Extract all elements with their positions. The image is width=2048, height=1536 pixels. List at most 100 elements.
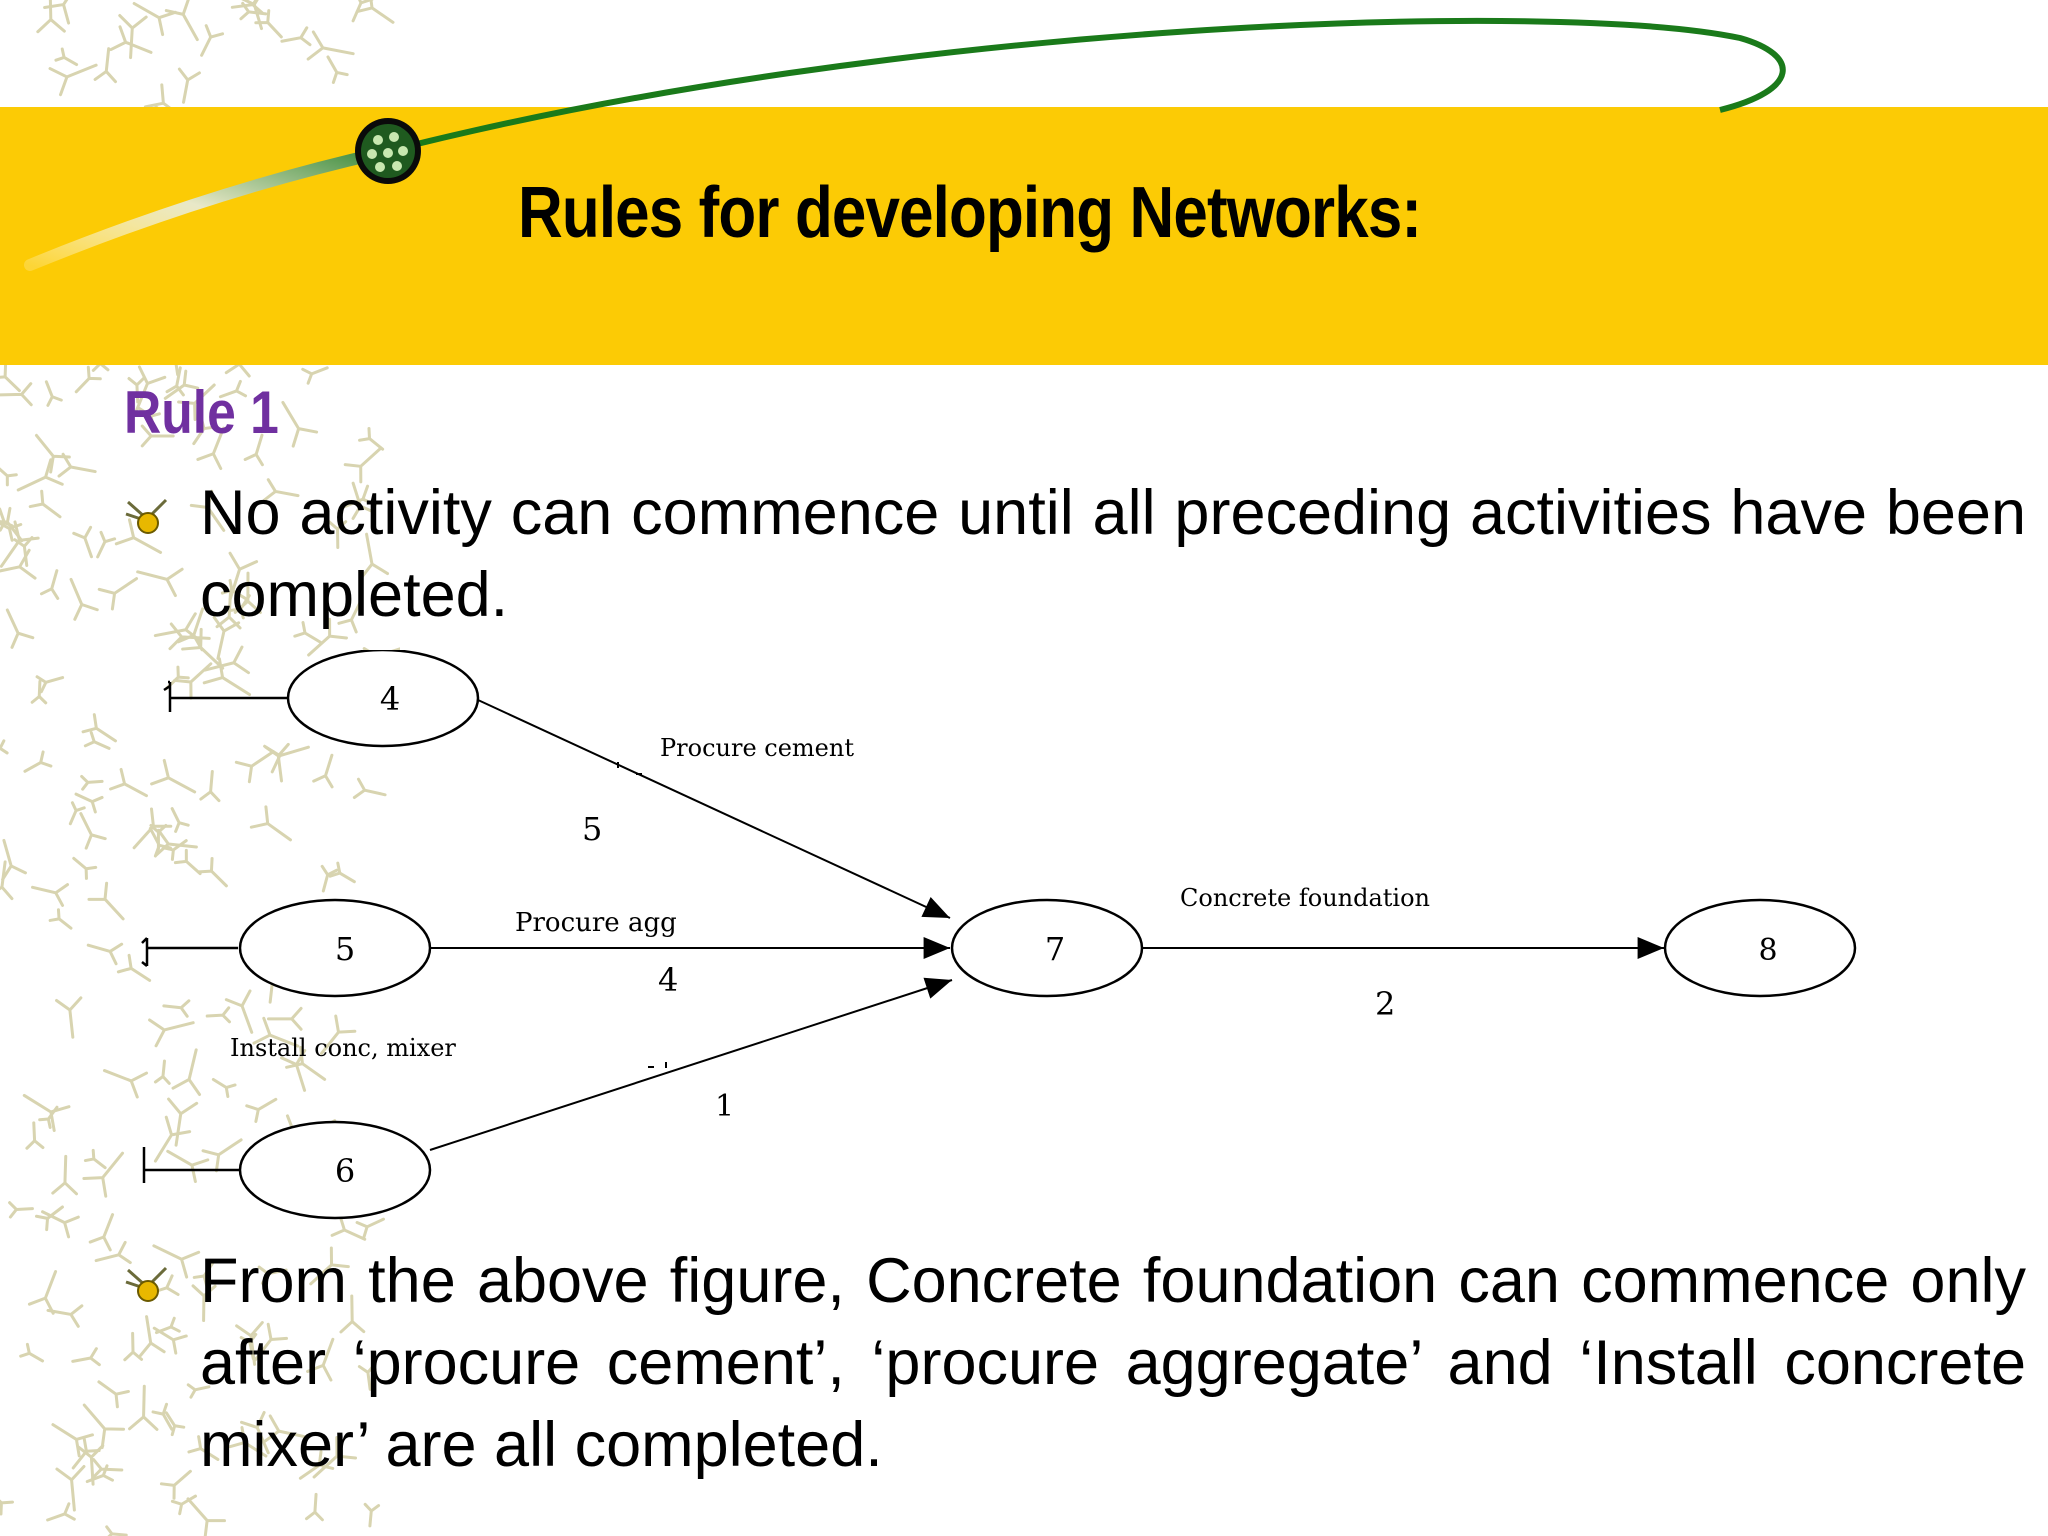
pattern-stroke bbox=[355, 1217, 385, 1239]
pattern-stroke bbox=[96, 530, 117, 559]
pattern-stroke bbox=[72, 856, 98, 880]
pattern-stroke bbox=[85, 1464, 114, 1484]
pattern-stroke bbox=[93, 47, 117, 84]
pattern-stroke bbox=[358, 427, 385, 451]
node-8: 8 bbox=[1663, 898, 1857, 998]
activity-name-procure-cement: Procure cement bbox=[660, 734, 854, 762]
pattern-stroke bbox=[82, 1151, 125, 1198]
pattern-stroke bbox=[337, 599, 363, 634]
pattern-stroke bbox=[39, 569, 60, 600]
node-5-label: 5 bbox=[335, 930, 355, 968]
node-4: 4 bbox=[286, 650, 480, 748]
pattern-stroke bbox=[116, 953, 152, 982]
pattern-stroke bbox=[87, 881, 125, 921]
pattern-stroke bbox=[359, 532, 390, 580]
activity-name-procure-agg: Procure agg bbox=[515, 908, 677, 938]
pattern-stroke bbox=[205, 1006, 231, 1024]
pattern-stroke bbox=[82, 1403, 126, 1450]
pattern-stroke bbox=[0, 363, 21, 393]
pattern-stroke bbox=[0, 739, 9, 755]
pattern-stroke bbox=[114, 518, 163, 554]
pattern-stroke bbox=[363, 1502, 381, 1528]
bullet-text-2: From the above figure, Concrete foundati… bbox=[200, 1246, 2026, 1480]
pattern-stroke bbox=[328, 861, 356, 884]
pattern-stroke bbox=[186, 1497, 226, 1536]
pattern-stroke bbox=[148, 1018, 195, 1048]
node-4-label: 4 bbox=[380, 680, 400, 718]
tick-mark-cement bbox=[617, 762, 642, 775]
pattern-stroke bbox=[263, 1414, 309, 1443]
pattern-stroke bbox=[102, 1069, 149, 1099]
pattern-stroke bbox=[257, 1265, 288, 1285]
pattern-stroke bbox=[352, 777, 387, 800]
pattern-stroke bbox=[192, 416, 217, 446]
pattern-stroke bbox=[105, 1525, 128, 1536]
pattern-stroke bbox=[34, 433, 71, 474]
node-7-label: 7 bbox=[1045, 930, 1065, 968]
pattern-stroke bbox=[165, 366, 185, 397]
pattern-stroke bbox=[0, 1499, 14, 1516]
pattern-stroke bbox=[51, 1154, 78, 1196]
pattern-stroke bbox=[0, 860, 14, 901]
pattern-stroke bbox=[187, 1435, 220, 1461]
pattern-stroke bbox=[35, 675, 65, 694]
pattern-stroke bbox=[263, 744, 310, 774]
pattern-stroke bbox=[249, 805, 292, 842]
pattern-stroke bbox=[339, 1294, 366, 1334]
bullet-text-1: No activity can commence until all prece… bbox=[200, 478, 2026, 630]
pattern-stroke bbox=[69, 577, 99, 621]
rule-heading: Rule 1 bbox=[124, 379, 279, 446]
pattern-stroke bbox=[132, 807, 173, 850]
pattern-stroke bbox=[152, 1244, 201, 1279]
pattern-stroke bbox=[71, 1437, 101, 1470]
pattern-stroke bbox=[74, 792, 104, 814]
pattern-stroke bbox=[203, 645, 251, 675]
pattern-stroke bbox=[23, 750, 53, 773]
pattern-stroke bbox=[173, 662, 213, 700]
pattern-stroke bbox=[170, 807, 190, 833]
pattern-stroke bbox=[88, 1213, 115, 1252]
pattern-stroke bbox=[109, 25, 153, 54]
pattern-stroke bbox=[181, 627, 225, 670]
pattern-stroke bbox=[36, 0, 66, 34]
pattern-stroke bbox=[245, 1097, 278, 1123]
pattern-stroke bbox=[55, 1465, 86, 1512]
pattern-stroke bbox=[351, 481, 376, 521]
pattern-stroke bbox=[239, 1332, 258, 1361]
pattern-stroke bbox=[171, 1048, 202, 1096]
decorative-swoosh bbox=[24, 17, 1786, 271]
pattern-stroke bbox=[48, 63, 98, 97]
pattern-stroke bbox=[309, 1246, 350, 1286]
pattern-stroke bbox=[48, 908, 73, 930]
pattern-stroke bbox=[280, 26, 312, 47]
pattern-stroke bbox=[79, 812, 107, 850]
pattern-stroke bbox=[162, 999, 191, 1018]
node-5: 5 bbox=[238, 898, 432, 998]
pattern-stroke bbox=[28, 489, 62, 519]
pattern-stroke bbox=[298, 1449, 335, 1480]
pattern-stroke bbox=[97, 577, 139, 611]
pattern-stroke bbox=[123, 1331, 144, 1362]
pattern-stroke bbox=[312, 753, 334, 789]
pattern-stroke bbox=[41, 1210, 80, 1239]
pattern-stroke bbox=[80, 774, 104, 791]
pattern-stroke bbox=[118, 14, 148, 60]
pattern-stroke bbox=[355, 0, 395, 24]
pattern-stroke bbox=[46, 1502, 76, 1522]
pattern-stroke bbox=[192, 1260, 215, 1288]
pattern-stroke bbox=[0, 506, 24, 543]
pattern-stroke bbox=[167, 1097, 199, 1147]
pattern-stroke bbox=[228, 551, 259, 601]
activity-arrow-6-7 bbox=[429, 977, 953, 1151]
node-7: 7 bbox=[950, 898, 1144, 998]
pattern-stroke bbox=[74, 365, 102, 394]
node-8-label: 8 bbox=[1758, 933, 1777, 968]
pattern-stroke bbox=[16, 458, 64, 492]
pattern-stroke bbox=[186, 1383, 211, 1399]
pattern-stroke bbox=[83, 1148, 107, 1170]
pattern-stroke bbox=[8, 1201, 34, 1219]
activity-name-concrete-foundation: Concrete foundation bbox=[1180, 884, 1430, 912]
pattern-stroke bbox=[218, 379, 248, 399]
pattern-stroke bbox=[166, 1149, 210, 1184]
